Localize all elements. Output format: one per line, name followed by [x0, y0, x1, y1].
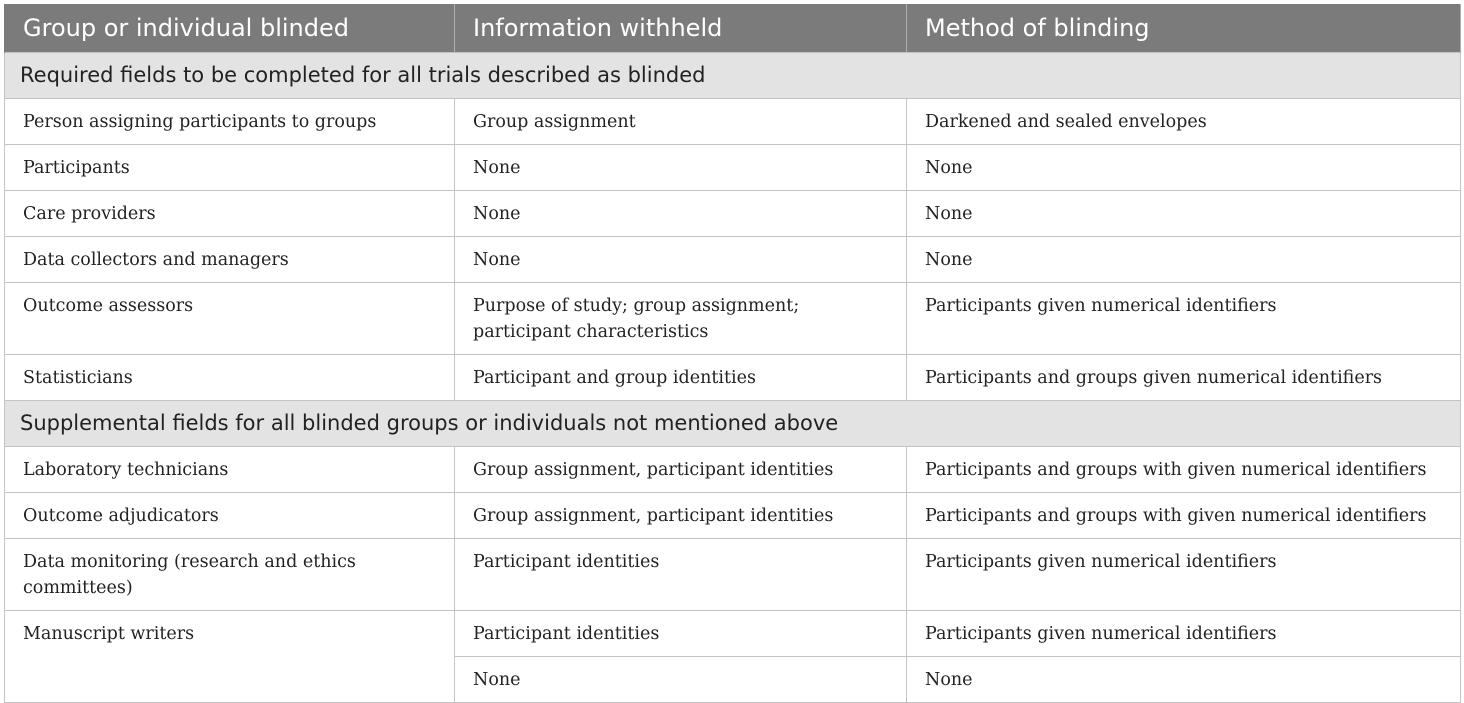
table-row: Person assigning participants to groups … [4, 97, 1461, 145]
information-cell: Purpose of study; group assignment; part… [454, 281, 907, 355]
section-supplemental-title: Supplemental fields for all blinded grou… [4, 399, 1461, 447]
group-cell: Care providers [4, 189, 455, 237]
blinding-table: Group or individual blinded Information … [4, 4, 1461, 703]
method-cell: Participants given numerical identifiers [906, 281, 1461, 355]
table-row: Care providers None None [4, 189, 1461, 237]
table-row: Statisticians Participant and group iden… [4, 353, 1461, 401]
information-cell: None [454, 655, 907, 703]
method-cell: None [906, 143, 1461, 191]
group-cell: Laboratory technicians [4, 445, 455, 493]
table-row: Participants None None [4, 143, 1461, 191]
information-cell: Group assignment, participant identities [454, 445, 907, 493]
information-cell: None [454, 235, 907, 283]
information-cell: Participant identities [454, 609, 907, 657]
header-group-blinded: Group or individual blinded [4, 4, 455, 52]
information-cell: None [454, 189, 907, 237]
table-header-row: Group or individual blinded Information … [4, 4, 1461, 52]
table-row: Outcome adjudicators Group assignment, p… [4, 491, 1461, 539]
header-method-of-blinding: Method of blinding [906, 4, 1461, 52]
information-cell: Group assignment, participant identities [454, 491, 907, 539]
information-cell: None [454, 143, 907, 191]
information-cell: Group assignment [454, 97, 907, 145]
blinding-table-container: Group or individual blinded Information … [4, 4, 1461, 703]
method-cell: Participants and groups with given numer… [906, 445, 1461, 493]
method-cell: Participants and groups with given numer… [906, 491, 1461, 539]
group-cell: Manuscript writers [4, 609, 455, 703]
group-cell: Statisticians [4, 353, 455, 401]
section-required-row: Required fields to be completed for all … [4, 51, 1461, 99]
group-cell: Outcome adjudicators [4, 491, 455, 539]
information-cell: Participant and group identities [454, 353, 907, 401]
table-row: Data monitoring (research and ethics com… [4, 537, 1461, 611]
table-row: Outcome assessors Purpose of study; grou… [4, 281, 1461, 355]
group-cell: Data monitoring (research and ethics com… [4, 537, 455, 611]
method-cell: None [906, 189, 1461, 237]
method-cell: None [906, 235, 1461, 283]
group-cell: Participants [4, 143, 455, 191]
group-cell: Data collectors and managers [4, 235, 455, 283]
table-row: Data collectors and managers None None [4, 235, 1461, 283]
group-cell: Outcome assessors [4, 281, 455, 355]
section-supplemental-row: Supplemental fields for all blinded grou… [4, 399, 1461, 447]
method-cell: None [906, 655, 1461, 703]
information-cell: Participant identities [454, 537, 907, 611]
table-row: Laboratory technicians Group assignment,… [4, 445, 1461, 493]
group-cell: Person assigning participants to groups [4, 97, 455, 145]
method-cell: Participants given numerical identifiers [906, 537, 1461, 611]
method-cell: Participants given numerical identifiers [906, 609, 1461, 657]
section-required-title: Required fields to be completed for all … [4, 51, 1461, 99]
header-information-withheld: Information withheld [454, 4, 907, 52]
method-cell: Participants and groups given numerical … [906, 353, 1461, 401]
table-row: Manuscript writers Participant identitie… [4, 609, 1461, 703]
method-cell: Darkened and sealed envelopes [906, 97, 1461, 145]
